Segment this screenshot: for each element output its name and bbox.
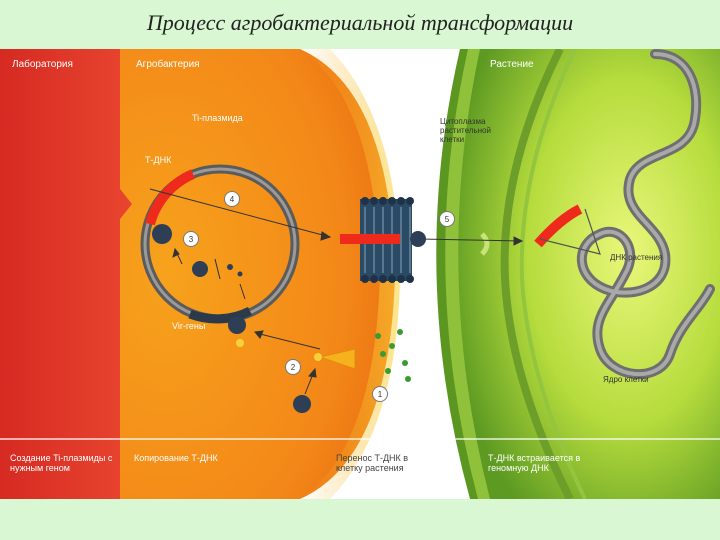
step-1-marker: 1 [372, 386, 388, 402]
transformation-diagram: Лаборатория Агробактерия Растение Ti-пла… [0, 49, 720, 499]
vir-protein [293, 395, 311, 413]
diagram-canvas [0, 49, 720, 499]
label-t-dna: Т-ДНК [145, 155, 172, 165]
label-ti-plasmid: Ti-плазмида [192, 113, 243, 123]
signal-receptor [318, 348, 356, 370]
step-5-marker: 5 [439, 211, 455, 227]
ti-plasmid [140, 164, 300, 324]
footer-plant: Т-ДНК встраивается в геномную ДНК [488, 453, 581, 473]
slide-title: Процесс агробактериальной трансформации [146, 10, 574, 35]
signal-molecules [375, 329, 411, 382]
arrows [149, 188, 524, 395]
label-vir-genes: Vir-гены [172, 321, 206, 331]
label-plant-dna: ДНК растения [610, 253, 663, 262]
vir-protein [228, 316, 246, 334]
vir-protein [152, 224, 172, 244]
footer-bacteria: Копирование Т-ДНК [134, 453, 218, 463]
section-lab-label: Лаборатория [12, 59, 73, 70]
label-nucleus: Ядро клетки [603, 375, 649, 384]
step-4-marker: 4 [224, 191, 240, 207]
label-cytoplasm: Цитоплазма растительной клетки [440, 117, 491, 144]
membrane-channel [340, 197, 426, 283]
step-2-marker: 2 [285, 359, 301, 375]
footer-transfer: Перенос Т-ДНК в клетку растения [336, 453, 409, 473]
vir-protein [192, 261, 208, 277]
lab-panel [0, 49, 132, 499]
footer-lab: Создание Ti-плазмиды с нужным геном [10, 453, 113, 473]
section-plant-label: Растение [490, 59, 534, 70]
section-bacteria-label: Агробактерия [136, 59, 200, 70]
step-3-marker: 3 [183, 231, 199, 247]
